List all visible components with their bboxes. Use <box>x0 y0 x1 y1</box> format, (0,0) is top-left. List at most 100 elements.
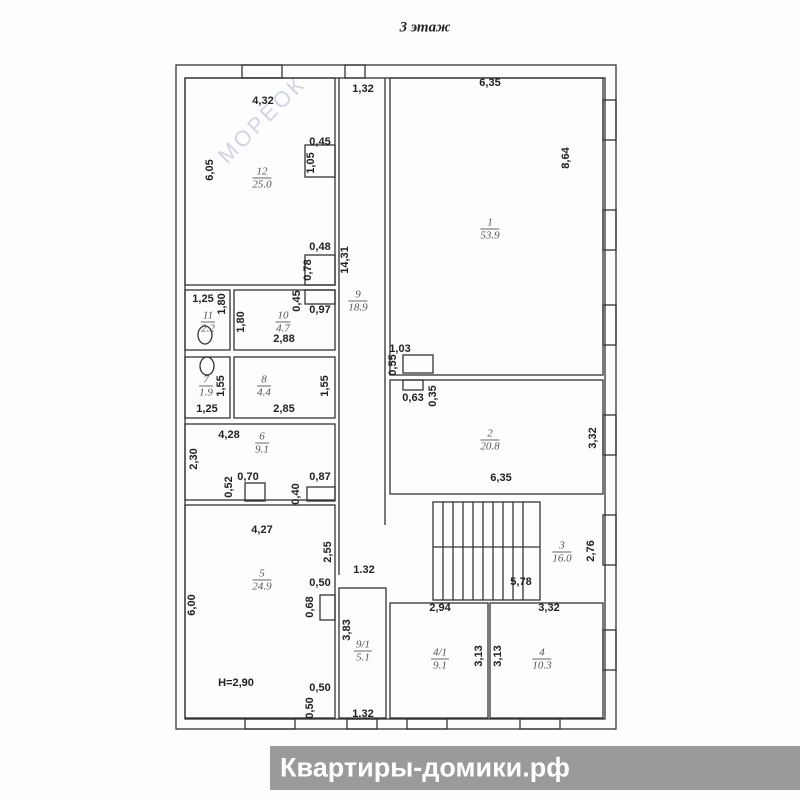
room-number: 6 <box>255 431 269 444</box>
dimension-label: 0,48 <box>309 241 331 253</box>
dimension-label: 0,63 <box>402 392 424 404</box>
room-number: 8 <box>257 374 271 387</box>
room-number: 2 <box>480 428 500 441</box>
dimension-label: 5,78 <box>510 576 532 588</box>
room-area: 4.4 <box>257 386 271 399</box>
room-area: 10.3 <box>532 659 552 672</box>
room-area: 5.1 <box>356 651 370 664</box>
dimension-label: 2,55 <box>322 541 334 563</box>
dimension-label: 6,35 <box>479 77 501 89</box>
outer-wall <box>175 64 617 730</box>
room-number: 5 <box>252 568 272 581</box>
dimension-label: 6,00 <box>186 594 198 616</box>
dimension-label: 4,32 <box>252 95 274 107</box>
room-8 <box>233 356 336 419</box>
dimension-label: 1.32 <box>352 708 374 720</box>
room-area: 24.9 <box>252 580 272 593</box>
room-number: 10 <box>275 309 291 323</box>
dimension-label: 0,52 <box>223 476 235 498</box>
windows-bottom <box>244 718 561 730</box>
room-number: 7 <box>199 374 213 387</box>
dimension-label: 4,27 <box>251 524 273 536</box>
dimension-label: 0,50 <box>309 682 331 694</box>
room-area: 25.0 <box>252 178 272 191</box>
toilet-icon <box>197 325 213 345</box>
dimension-label: 3,32 <box>587 427 599 449</box>
dimension-label: 1,32 <box>352 83 374 95</box>
room-area: 16.0 <box>552 552 572 565</box>
room-area: 2.2 <box>201 322 215 335</box>
dimension-label: 1,03 <box>389 343 411 355</box>
dimension-label: 3,13 <box>473 645 485 667</box>
room-12 <box>184 77 336 286</box>
dimension-label: 2,88 <box>273 333 295 345</box>
dimension-label: 6,35 <box>490 472 512 484</box>
dimension-label: 0,78 <box>302 259 314 281</box>
window <box>344 64 366 79</box>
dimension-label: 14,31 <box>339 246 351 274</box>
dimension-label: 1,25 <box>196 403 218 415</box>
dimension-label: 0,40 <box>290 483 302 505</box>
window <box>241 64 283 79</box>
room-number: 9 <box>348 289 368 302</box>
dimension-label: 4,28 <box>218 429 240 441</box>
watermark-band <box>270 746 800 790</box>
room-9-1 <box>338 587 387 719</box>
room-2 <box>389 379 604 495</box>
room-area: 9.1 <box>255 443 269 456</box>
dimension-label: 1,05 <box>305 152 317 174</box>
dimension-label: 0,68 <box>304 596 316 618</box>
room-10 <box>233 289 336 351</box>
dimension-label: 0,50 <box>304 697 316 719</box>
dimension-label: 2,94 <box>429 602 451 614</box>
dimension-label: 1,55 <box>319 375 331 397</box>
stairs <box>432 501 541 601</box>
dimension-label: 0,55 <box>387 354 399 376</box>
room-4-1 <box>389 602 489 719</box>
room-6 <box>184 423 336 501</box>
room-number: 1 <box>480 217 500 230</box>
dimension-label: 2,85 <box>273 403 295 415</box>
room-number: 4 <box>532 647 552 660</box>
dimension-label: 0,45 <box>309 136 331 148</box>
dimension-label: 0,97 <box>309 304 331 316</box>
dimension-label: 8,64 <box>560 147 572 169</box>
dimension-label: 1,55 <box>215 375 227 397</box>
room-1 <box>389 77 604 376</box>
vent-shafts <box>244 144 434 621</box>
room-area: 18.9 <box>348 301 368 314</box>
room-area: 1.9 <box>199 386 213 399</box>
dimension-label: 3,32 <box>538 602 560 614</box>
dimension-label: 1,25 <box>192 293 214 305</box>
inner-wall <box>184 77 606 720</box>
dimension-label: 2,76 <box>585 540 597 562</box>
dimension-label: 0,70 <box>237 471 259 483</box>
room-4 <box>489 602 604 719</box>
dimension-label: 1,80 <box>235 311 247 333</box>
floor-title: 3 этаж <box>399 19 451 36</box>
dimension-label: 6,05 <box>204 159 216 181</box>
room-area: 53.9 <box>480 229 500 242</box>
ceiling-height-label: H=2,90 <box>218 677 254 689</box>
room-number: 9/1 <box>353 638 373 652</box>
dimension-label: 1,80 <box>216 293 228 315</box>
watermark-text: Квартиры-домики.рф <box>280 752 570 783</box>
room-number: 12 <box>252 166 272 179</box>
room-area: 9.1 <box>433 659 447 672</box>
room-11 <box>184 289 231 351</box>
dimension-label: 3,13 <box>492 645 504 667</box>
